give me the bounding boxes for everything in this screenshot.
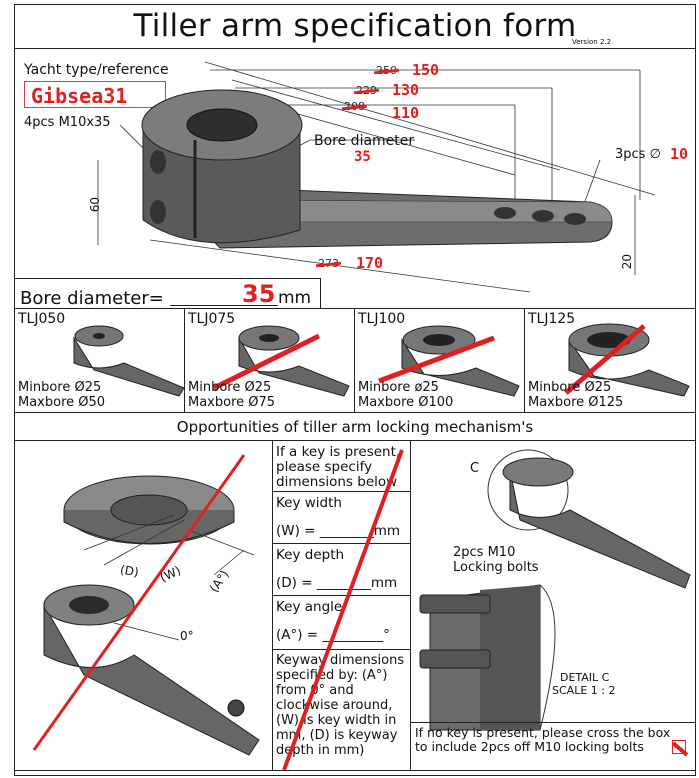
model-minbore: Minbore Ø25 bbox=[188, 380, 272, 395]
model-minbore: Minbore Ø25 bbox=[18, 380, 102, 395]
dim-new-1: 150 bbox=[412, 61, 440, 79]
models-divider-3 bbox=[524, 308, 525, 412]
key-width-label: Key width bbox=[276, 495, 342, 511]
model-name: TLJ125 bbox=[528, 311, 576, 327]
detail-c-label: DETAIL C bbox=[560, 671, 610, 684]
models-divider-1 bbox=[184, 308, 185, 412]
bolts-label: 4pcs M10x35 bbox=[24, 115, 111, 130]
model-image bbox=[73, 325, 185, 397]
key-depth-label: Key depth bbox=[276, 547, 345, 563]
dim-old-1: 250 bbox=[376, 64, 397, 77]
models-divider-2 bbox=[354, 308, 355, 412]
model-maxbore: Maxbore Ø50 bbox=[18, 395, 106, 410]
locking-heading: Opportunities of tiller arm locking mech… bbox=[176, 418, 534, 436]
model-tlj075[interactable]: TLJ075 Minbore Ø25 Maxbore Ø75 bbox=[184, 308, 354, 412]
bore-diameter-callout-value: 35 bbox=[354, 149, 371, 165]
model-maxbore: Maxbore Ø75 bbox=[188, 395, 276, 410]
keyway-diagram bbox=[32, 454, 260, 756]
cell-line-2 bbox=[272, 543, 410, 544]
dim-new-3: 110 bbox=[392, 104, 420, 122]
bore-diameter-value: 35 bbox=[242, 280, 276, 308]
bore-diameter-unit: mm bbox=[278, 288, 312, 308]
locking-heading-line bbox=[14, 440, 696, 441]
dim-old-3: 208 bbox=[344, 100, 365, 113]
tiller-arm-drawing bbox=[97, 61, 656, 293]
detail-c-marker: C bbox=[470, 461, 480, 476]
bore-diameter-field[interactable]: 35 bbox=[170, 280, 278, 308]
no-key-checkbox[interactable] bbox=[671, 740, 689, 757]
model-image bbox=[378, 325, 520, 397]
mid-col-right bbox=[410, 440, 411, 770]
model-minbore: Minbore ø25 bbox=[358, 380, 439, 395]
bore-diameter-callout: Bore diameter bbox=[314, 133, 415, 149]
yacht-type-label: Yacht type/reference bbox=[24, 62, 169, 78]
dim-new-2: 130 bbox=[392, 81, 420, 99]
form-frame bbox=[14, 4, 696, 776]
key-angle-label: Key angle bbox=[276, 599, 343, 615]
model-image bbox=[564, 323, 690, 397]
cross-out-overlay bbox=[282, 449, 404, 771]
dim-old-4: 273 bbox=[318, 257, 339, 270]
yacht-type-field[interactable]: Gibsea31 bbox=[24, 81, 166, 108]
model-maxbore: Maxbore Ø100 bbox=[358, 395, 454, 410]
model-maxbore: Maxbore Ø125 bbox=[528, 395, 624, 410]
cross-out-mark bbox=[378, 335, 495, 384]
dim-old-2: 229 bbox=[356, 84, 377, 97]
cell-line-4 bbox=[272, 649, 410, 650]
scale-label: SCALE 1 : 2 bbox=[552, 684, 616, 697]
label-zero: 0° bbox=[180, 629, 194, 643]
cross-out-mark bbox=[32, 454, 246, 751]
mid-col-left bbox=[272, 440, 273, 770]
keyway-note: Keyway dimensions specified by: (A°) fro… bbox=[276, 653, 405, 758]
model-tlj050[interactable]: TLJ050 Minbore Ø25 Maxbore Ø50 bbox=[14, 308, 185, 412]
form-title: Tiller arm specification form bbox=[133, 8, 577, 44]
dim-thickness: 20 bbox=[620, 253, 635, 270]
cell-line-1 bbox=[272, 491, 410, 492]
bottom-line bbox=[14, 770, 696, 771]
model-minbore: Minbore Ø25 bbox=[528, 380, 612, 395]
model-name: TLJ075 bbox=[188, 311, 236, 327]
dim-height: 60 bbox=[88, 196, 103, 213]
models-bottom-line bbox=[14, 412, 696, 413]
bore-diameter-label: Bore diameter= bbox=[20, 288, 164, 309]
model-tlj100[interactable]: TLJ100 Minbore ø25 Maxbore Ø100 bbox=[354, 308, 524, 412]
yacht-type-value: Gibsea31 bbox=[31, 84, 128, 108]
model-name: TLJ050 bbox=[18, 311, 66, 327]
bore-line-top bbox=[14, 278, 320, 279]
detail-c-drawing bbox=[419, 449, 691, 731]
bore-line-right bbox=[320, 278, 321, 308]
cross-out-mark bbox=[212, 333, 321, 391]
model-tlj125[interactable]: TLJ125 Minbore Ø25 Maxbore Ø125 bbox=[524, 308, 696, 412]
key-intro: If a key is present, please specify dime… bbox=[276, 444, 401, 490]
models-top-line bbox=[14, 308, 696, 309]
dim-new-4: 170 bbox=[356, 254, 384, 272]
model-name: TLJ100 bbox=[358, 311, 406, 327]
cross-out-mark bbox=[282, 449, 404, 771]
holes-value: 10 bbox=[670, 145, 689, 163]
model-image bbox=[212, 325, 350, 397]
cell-line-3 bbox=[272, 595, 410, 596]
locking-bolts-label: 2pcs M10 Locking bolts bbox=[453, 545, 539, 575]
title-divider bbox=[14, 48, 696, 49]
version-label: Version 2.2 bbox=[572, 38, 612, 46]
holes-label: 3pcs ∅ bbox=[615, 147, 661, 162]
checkbox-cross-icon bbox=[671, 741, 689, 757]
no-key-line bbox=[410, 722, 696, 723]
key-depth-field[interactable]: (D) = ________mm bbox=[276, 575, 398, 591]
cross-out-mark bbox=[564, 324, 646, 395]
no-key-note: If no key is present, please cross the b… bbox=[415, 725, 671, 754]
